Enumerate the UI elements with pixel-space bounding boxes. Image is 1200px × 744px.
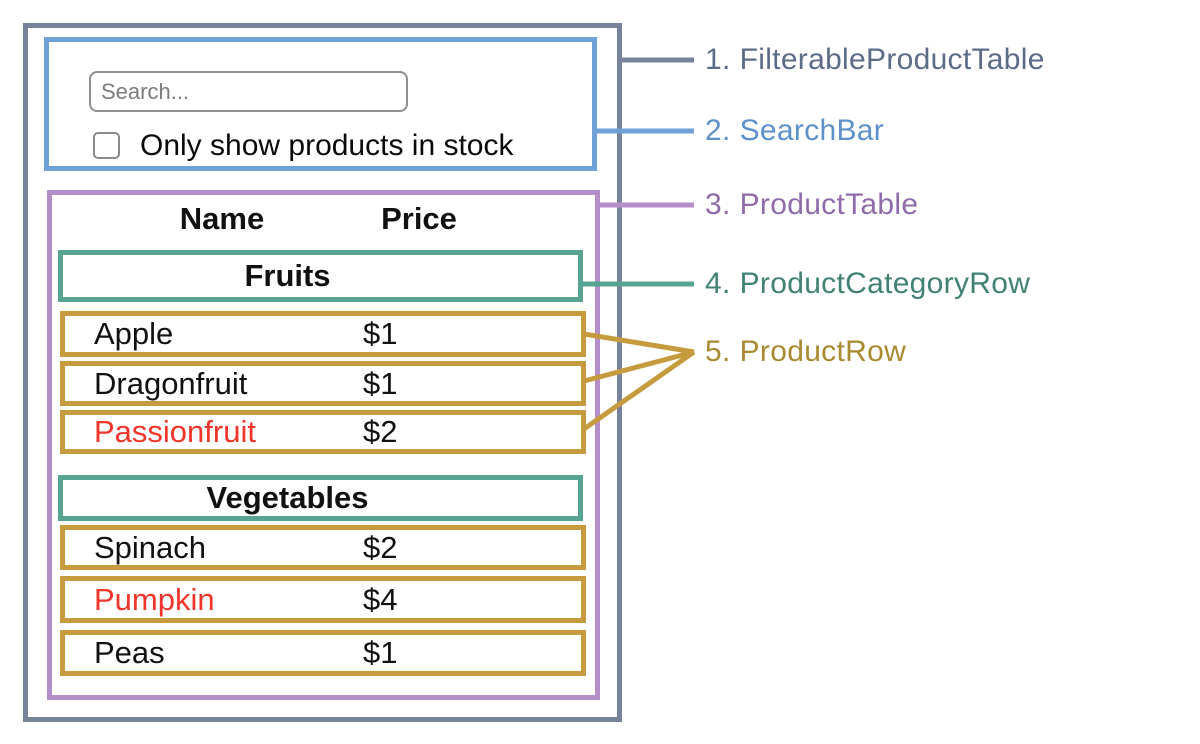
product-row-dragonfruit: Dragonfruit $1: [60, 361, 586, 406]
category-row-fruits: Fruits: [58, 250, 583, 302]
legend-number: 2.: [705, 114, 731, 147]
product-name: Dragonfruit: [94, 365, 248, 401]
product-name: Apple: [94, 316, 174, 351]
legend-number: 5.: [705, 335, 731, 368]
column-header-name: Name: [179, 201, 265, 236]
product-price: $2: [363, 529, 398, 565]
legend-search-bar: 2.SearchBar: [705, 112, 884, 150]
legend-product-row: 5.ProductRow: [705, 333, 906, 371]
product-price: $1: [363, 316, 398, 351]
category-label: Vegetables: [206, 480, 369, 515]
legend-name: ProductTable: [739, 188, 919, 221]
product-name: Spinach: [94, 529, 207, 565]
legend-number: 3.: [705, 188, 731, 221]
legend-name: ProductCategoryRow: [739, 267, 1031, 300]
legend-name: SearchBar: [739, 114, 885, 147]
product-price: $4: [363, 581, 398, 617]
product-row-peas: Peas $1: [60, 630, 586, 676]
product-row-pumpkin: Pumpkin $4: [60, 576, 586, 623]
legend-number: 4.: [705, 267, 731, 300]
legend-product-table: 3.ProductTable: [705, 186, 918, 224]
product-price: $1: [363, 635, 398, 670]
product-row-spinach: Spinach $2: [60, 525, 586, 570]
product-row-passionfruit: Passionfruit $2: [60, 410, 586, 454]
product-price: $2: [363, 414, 398, 449]
legend-name: FilterableProductTable: [739, 43, 1045, 76]
product-price: $1: [363, 365, 398, 401]
product-name: Pumpkin: [94, 581, 215, 617]
product-name: Passionfruit: [94, 414, 256, 449]
legend-number: 1.: [705, 43, 731, 76]
product-name: Peas: [94, 635, 165, 670]
legend-product-category-row: 4.ProductCategoryRow: [705, 265, 1030, 303]
category-row-vegetables: Vegetables: [58, 475, 583, 521]
in-stock-checkbox-label: Only show products in stock: [140, 129, 514, 162]
in-stock-checkbox[interactable]: [93, 132, 120, 159]
product-row-apple: Apple $1: [60, 311, 586, 357]
search-input[interactable]: [89, 71, 408, 112]
legend-filterable-product-table: 1.FilterableProductTable: [705, 41, 1045, 79]
legend-name: ProductRow: [739, 335, 907, 368]
category-label: Fruits: [244, 258, 331, 293]
column-header-price: Price: [381, 201, 457, 236]
